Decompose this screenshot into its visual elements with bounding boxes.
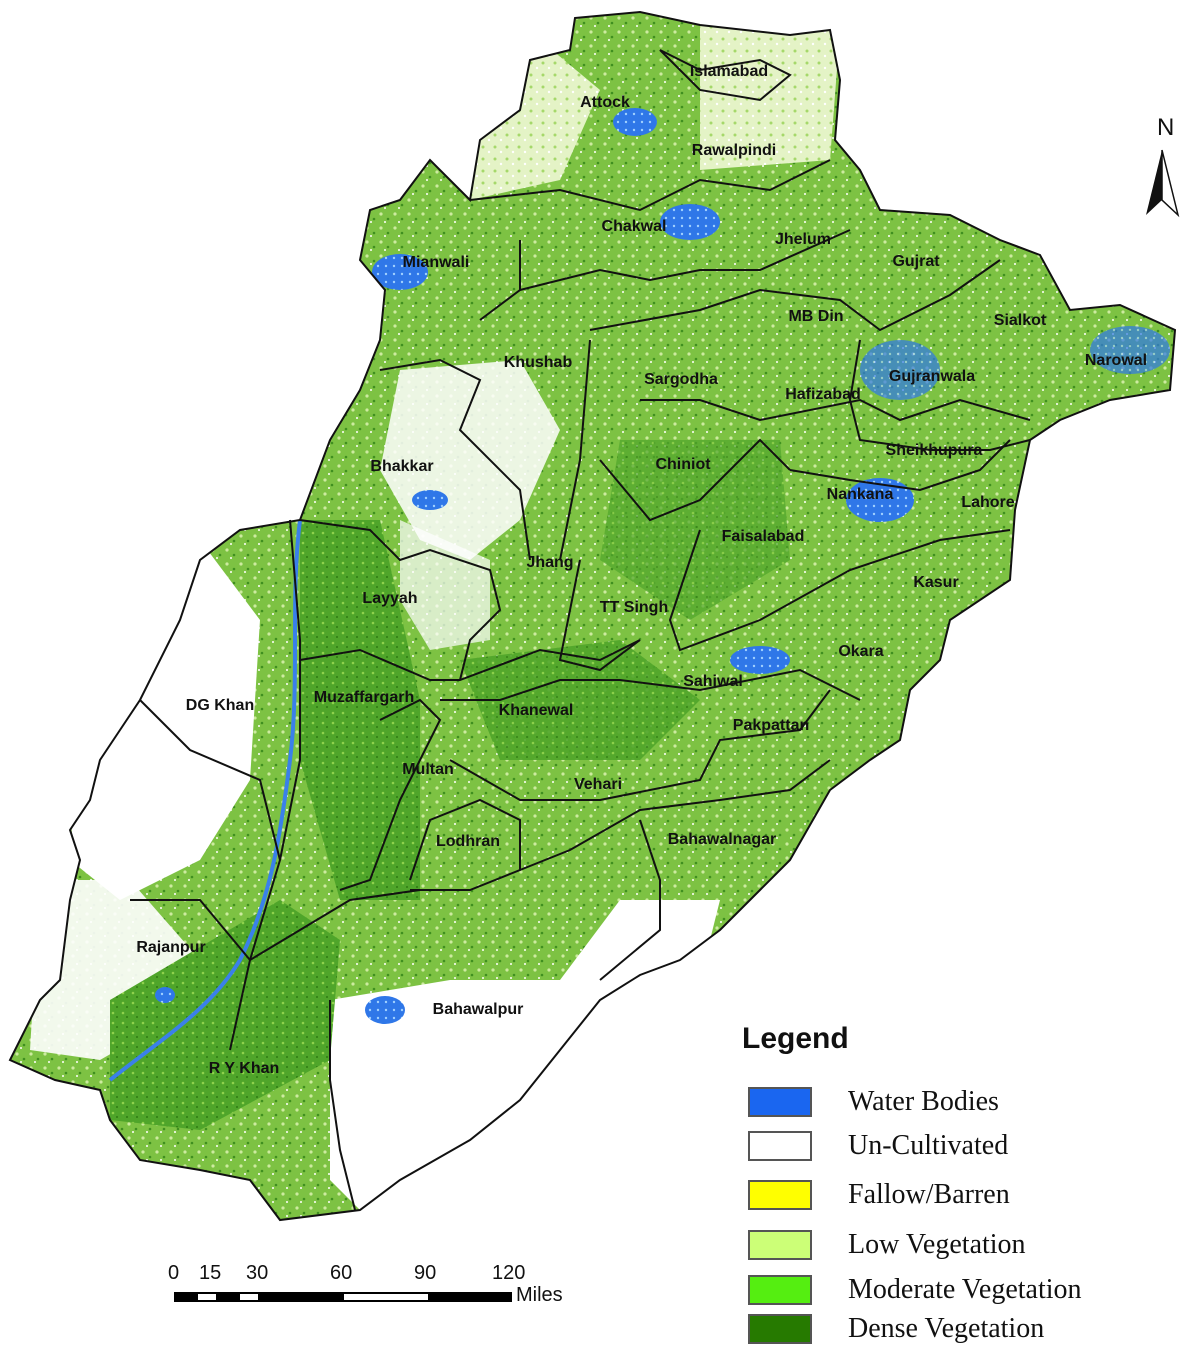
legend-item-dense-vegetation: Dense Vegetation [748,1311,1044,1347]
district-label-jhelum: Jhelum [775,231,831,248]
district-boundaries [9,11,1176,1221]
legend-title: Legend [742,1022,849,1055]
district-label-mb-din: MB Din [788,308,843,325]
district-label-vehari: Vehari [574,776,622,793]
district-label-dg-khan: DG Khan [186,697,254,714]
district-label-chiniot: Chiniot [655,456,711,473]
legend-swatch [748,1314,812,1344]
district-label-kasur: Kasur [913,574,958,591]
district-label-sialkot: Sialkot [994,312,1047,329]
district-label-okara: Okara [838,643,883,660]
district-label-khanewal: Khanewal [499,702,574,719]
district-label-pakpattan: Pakpattan [733,717,809,734]
district-label-bahawalnagar: Bahawalnagar [668,831,776,848]
district-label-chakwal: Chakwal [602,218,667,235]
legend-swatch [748,1180,812,1210]
legend-swatch [748,1087,812,1117]
legend-label: Water Bodies [848,1086,999,1117]
district-label-layyah: Layyah [362,590,417,607]
district-label-hafizabad: Hafizabad [785,386,861,403]
district-label-sheikhupura: Sheikhupura [886,442,983,459]
district-label-gujranwala: Gujranwala [889,368,975,385]
legend-swatch [748,1131,812,1161]
district-label-r-y-khan: R Y Khan [209,1060,280,1077]
scale-tick-label: 30 [246,1262,269,1284]
district-label-narowal: Narowal [1085,352,1147,369]
legend-item-fallow-barren: Fallow/Barren [748,1177,1010,1213]
district-label-mianwali: Mianwali [403,254,470,271]
district-label-sargodha: Sargodha [644,371,718,388]
scale-tick-label: 90 [414,1262,437,1284]
district-label-sahiwal: Sahiwal [683,673,743,690]
legend-item-water-bodies: Water Bodies [748,1084,999,1120]
north-arrow-label: N [1157,114,1175,141]
district-label-rawalpindi: Rawalpindi [692,142,776,159]
district-label-islamabad: Islamabad [690,63,768,80]
scale-unit-label: Miles [516,1284,563,1306]
legend-label: Dense Vegetation [848,1313,1045,1344]
district-label-gujrat: Gujrat [892,253,940,270]
district-labels: IslamabadAttockRawalpindiChakwalJhelumMi… [136,63,1147,1077]
legend-label: Moderate Vegetation [848,1274,1082,1305]
district-label-muzaffargarh: Muzaffargarh [314,689,414,706]
legend-label: Low Vegetation [848,1229,1026,1260]
district-label-lahore: Lahore [961,494,1014,511]
legend-label: Fallow/Barren [848,1179,1010,1210]
district-label-faisalabad: Faisalabad [722,528,805,545]
legend-label: Un-Cultivated [848,1130,1009,1161]
district-label-attock: Attock [580,94,630,111]
district-label-jhang: Jhang [526,554,573,571]
district-label-multan: Multan [402,761,454,778]
legend-item-un-cultivated: Un-Cultivated [748,1128,1008,1164]
district-label-rajanpur: Rajanpur [136,939,205,956]
scale-tick-label: 15 [199,1262,222,1284]
legend-item-moderate-vegetation: Moderate Vegetation [748,1272,1082,1308]
legend-swatch [748,1275,812,1305]
district-label-nankana: Nankana [827,486,894,503]
legend-swatch [748,1230,812,1260]
district-label-tt-singh: TT Singh [600,599,668,616]
district-label-bahawalpur: Bahawalpur [433,1001,524,1018]
district-label-khushab: Khushab [504,354,573,371]
scale-tick-label: 120 [492,1262,526,1284]
scale-tick-label: 0 [168,1262,180,1284]
scale-bar-graphic [174,1292,512,1302]
legend-item-low-vegetation: Low Vegetation [748,1227,1026,1263]
north-arrow-icon [1146,149,1180,218]
district-label-bhakkar: Bhakkar [370,458,433,475]
scale-tick-label: 60 [330,1262,353,1284]
district-label-lodhran: Lodhran [436,833,500,850]
